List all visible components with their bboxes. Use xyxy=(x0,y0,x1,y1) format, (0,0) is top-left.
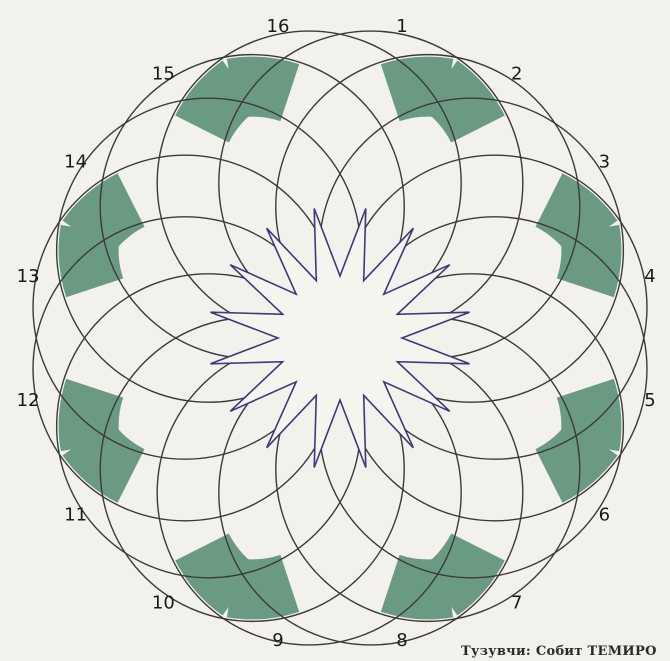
number-label: 5 xyxy=(644,390,655,411)
number-label: 16 xyxy=(267,16,290,37)
number-label: 14 xyxy=(64,151,87,172)
number-label: 15 xyxy=(152,64,175,85)
number-label: 3 xyxy=(599,151,610,172)
number-label: 6 xyxy=(599,505,610,526)
number-label: 2 xyxy=(511,64,522,85)
number-label: 4 xyxy=(644,266,655,287)
shaded-cell xyxy=(557,379,622,451)
number-label: 12 xyxy=(17,390,40,411)
shaded-cell xyxy=(59,225,124,297)
shaded-cell xyxy=(227,555,299,620)
number-label: 9 xyxy=(272,630,283,651)
number-label: 13 xyxy=(17,266,40,287)
number-label: 11 xyxy=(64,505,87,526)
number-label: 8 xyxy=(396,630,407,651)
central-star-outline xyxy=(211,209,470,468)
number-label: 1 xyxy=(396,16,407,37)
author-credit: Тузувчи: Собит ТЕМИРО xyxy=(461,644,657,659)
number-label: 10 xyxy=(152,592,175,613)
shaded-cell xyxy=(381,57,453,122)
number-label: 7 xyxy=(511,592,522,613)
